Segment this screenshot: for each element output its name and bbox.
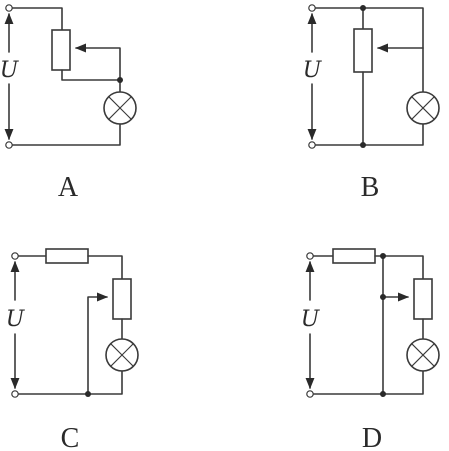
rheostat-d [413,278,433,320]
fixed-resistor-c [45,248,89,264]
circuit-label-b: B [361,172,380,203]
terminal-bottom-b [308,141,316,149]
lamp-d [406,338,440,372]
voltage-label-b: U [303,58,323,83]
terminal-top-d [306,252,314,260]
circuit-label-a: A [58,172,79,203]
lamp-c [105,338,139,372]
voltage-label-a: U [0,58,20,83]
circuit-label-d: D [362,423,382,451]
terminal-top-a [5,4,13,12]
rheostat-a [51,29,71,71]
terminal-bottom-d [306,390,314,398]
junction-node [380,294,386,300]
terminal-bottom-c [11,390,19,398]
voltage-label-d: U [301,307,321,332]
junction-node [360,142,366,148]
circuit-label-c: C [61,423,80,451]
circuit-d: U D [301,248,440,451]
circuit-a: U A [0,4,137,203]
junction-node [380,253,386,259]
lamp-b [406,91,440,125]
lamp-a [103,91,137,125]
junction-node [360,5,366,11]
circuit-c: U C [6,248,139,451]
rheostat-c [112,278,132,320]
junction-node [117,77,123,83]
junction-node [85,391,91,397]
rheostat-b [353,28,373,73]
terminal-bottom-a [5,141,13,149]
terminal-top-c [11,252,19,260]
terminal-top-b [308,4,316,12]
fixed-resistor-d [332,248,376,264]
voltage-label-c: U [6,307,26,332]
junction-node [380,391,386,397]
circuit-b: U B [303,4,440,203]
slider-c [87,292,109,395]
